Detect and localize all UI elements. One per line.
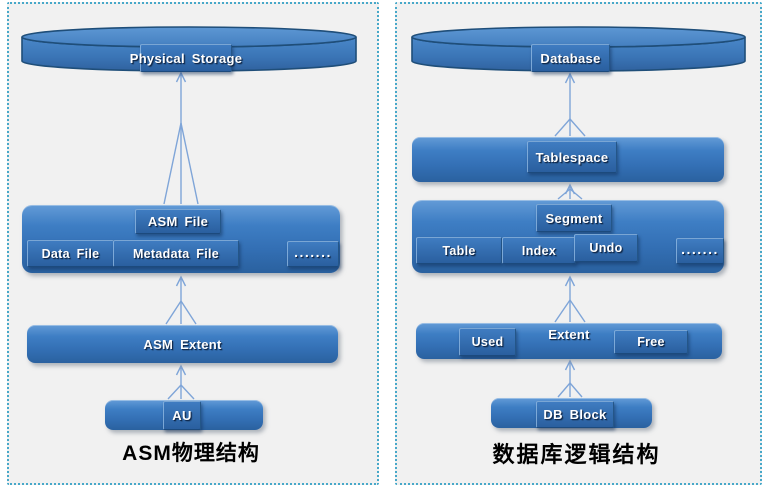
left-caption: ASM物理结构	[122, 442, 260, 465]
right-caption: 数据库逻辑结构	[492, 442, 661, 467]
used-label: Used	[471, 335, 504, 349]
asm-file-label-box: ASM File	[135, 209, 221, 234]
segment-ellipsis-box: .......	[676, 238, 724, 264]
segment-ellipsis-label: .......	[681, 241, 719, 257]
metadata-file-label: Metadata File	[132, 246, 220, 261]
asm-file-ellipsis-box: .......	[287, 241, 339, 267]
db-block-label-box: DB Block	[536, 401, 614, 428]
asm-extent-bar: ASM Extent	[27, 325, 338, 363]
asm-file-label: ASM File	[147, 214, 209, 229]
segment-label: Segment	[545, 210, 603, 226]
extent-label-wrap: Extent	[416, 324, 722, 344]
metadata-file-box: Metadata File	[113, 240, 239, 267]
extent-label: Extent	[548, 326, 590, 342]
data-file-label: Data File	[41, 246, 100, 261]
physical-storage-label: Physical Storage	[129, 50, 243, 66]
asm-file-ellipsis-label: .......	[294, 244, 332, 260]
db-block-label: DB Block	[543, 407, 607, 422]
index-box: Index	[502, 237, 576, 264]
data-file-box: Data File	[27, 240, 114, 267]
free-label: Free	[637, 335, 665, 349]
physical-storage-label-box: Physical Storage	[130, 44, 242, 72]
used-box: Used	[459, 328, 516, 356]
undo-label: Undo	[589, 241, 623, 255]
index-label: Index	[521, 243, 557, 258]
free-box: Free	[614, 330, 688, 354]
table-box: Table	[416, 237, 502, 264]
database-label-box: Database	[531, 44, 610, 72]
au-label: AU	[172, 408, 192, 423]
asm-extent-label: ASM Extent	[143, 336, 222, 352]
tablespace-label-box: Tablespace	[527, 141, 617, 173]
tablespace-label: Tablespace	[535, 149, 609, 165]
table-label: Table	[442, 243, 476, 258]
database-label: Database	[540, 50, 601, 66]
segment-label-box: Segment	[536, 204, 612, 232]
au-label-box: AU	[163, 401, 201, 430]
undo-box: Undo	[574, 234, 638, 262]
